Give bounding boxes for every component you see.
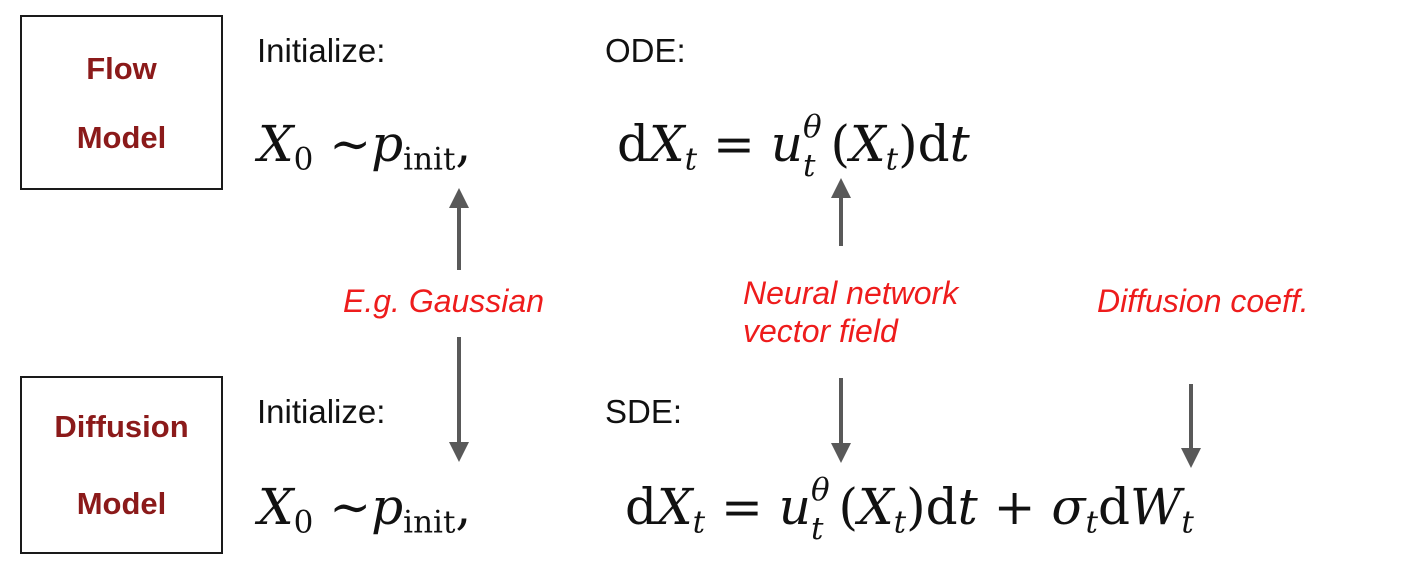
diffusion-coeff-annotation: Diffusion coeff. (1097, 283, 1309, 319)
diffusion-box-line2: Model (76, 486, 167, 521)
diffusion-model-box: Diffusion Model (20, 376, 223, 554)
diffusion-init-equation: X0 ∼pinit, (258, 478, 472, 541)
gaussian-annotation: E.g. Gaussian (343, 283, 544, 319)
flow-init-equation: X0 ∼pinit, (258, 115, 472, 178)
diffusion-box-line1: Diffusion (54, 409, 189, 444)
neural-network-annotation: Neural network vector field (743, 275, 958, 351)
flow-box-line2: Model (76, 119, 167, 155)
flow-initialize-label: Initialize: (257, 32, 386, 69)
flow-ode-label: ODE: (605, 32, 686, 69)
flow-box-line1: Flow (86, 50, 157, 86)
neural-network-line2: vector field (743, 312, 898, 349)
flow-model-box: Flow Model (20, 15, 223, 190)
diffusion-sde-label: SDE: (605, 393, 683, 430)
neural-network-line1: Neural network (743, 275, 959, 311)
diffusion-initialize-label: Initialize: (257, 393, 386, 430)
